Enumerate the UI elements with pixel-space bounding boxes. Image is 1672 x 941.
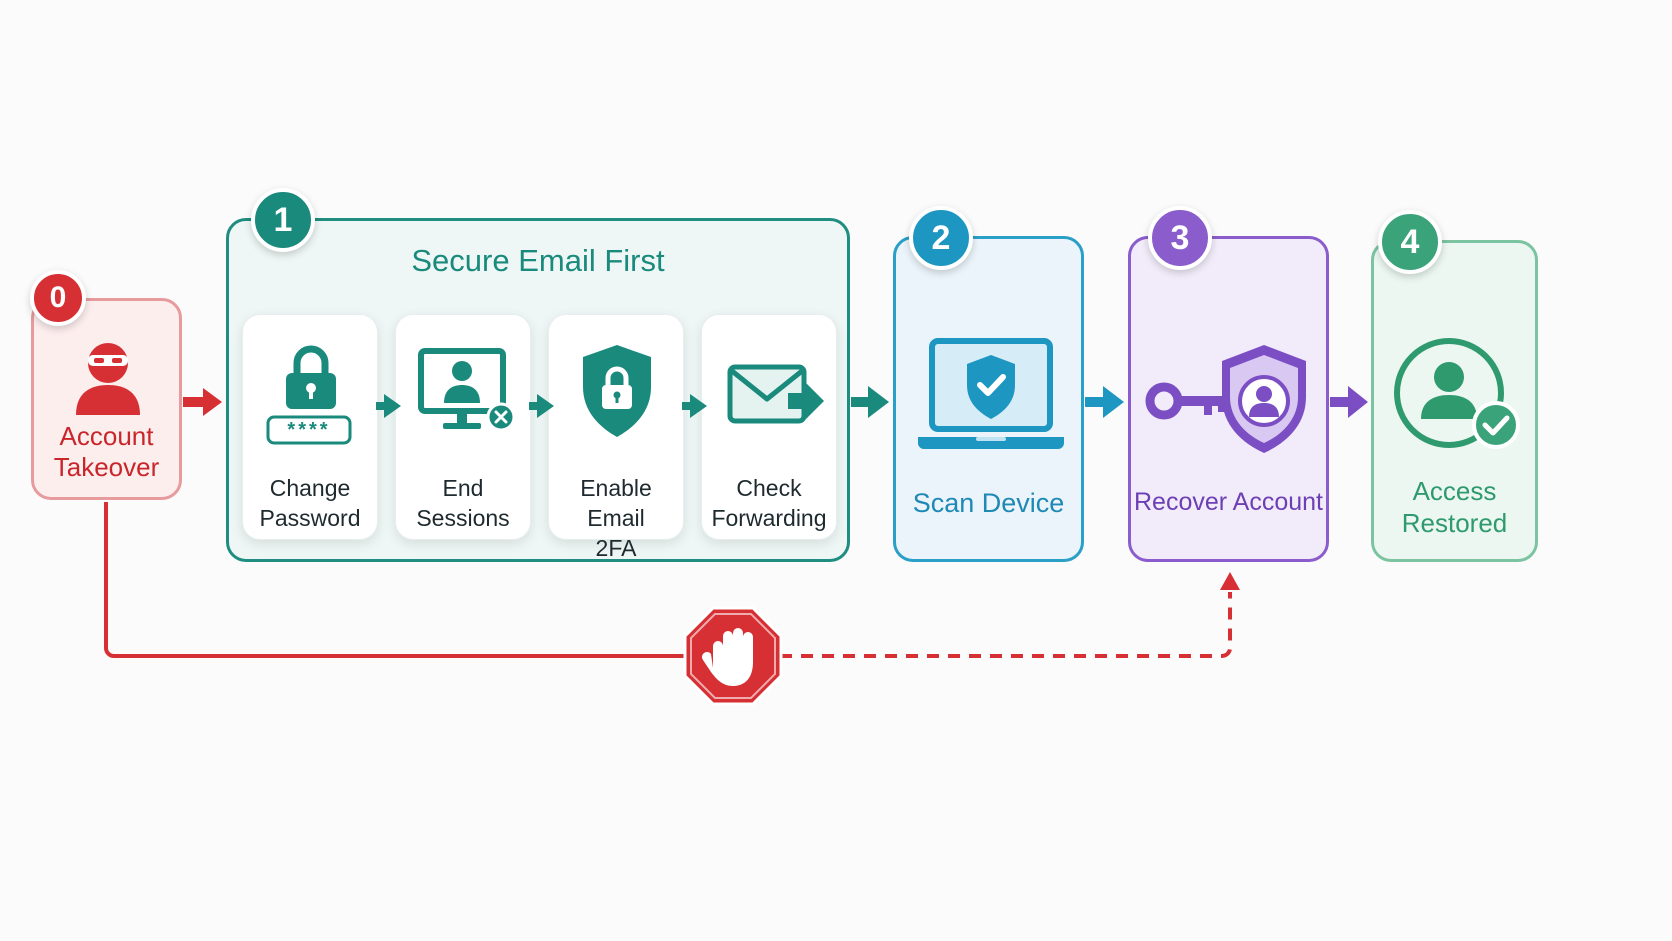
envelope-forward-icon (727, 364, 824, 424)
step-label: Enable Email 2FA (549, 473, 683, 563)
stage-recover-account: Recover Account (1128, 236, 1329, 562)
padlock-password-icon (266, 345, 352, 445)
laptop-shield-icon (918, 338, 1064, 449)
stop-hand-icon (683, 606, 783, 706)
takeover-label-line2: Takeover (53, 452, 160, 483)
scan-device-label: Scan Device (912, 488, 1065, 518)
secure-email-title: Secure Email First (411, 243, 665, 278)
monitor-user-x-icon (418, 348, 516, 432)
step-label-line1: Enable Email (580, 475, 652, 531)
stage-secure-email-first: Secure Email First **** Change Password … (226, 218, 850, 562)
step-change-password: **** Change Password (242, 314, 378, 540)
recover-account-label: Recover Account (1134, 488, 1323, 516)
step-label-line2: 2FA (595, 535, 637, 561)
arrow-scan-to-recover (1085, 386, 1124, 418)
takeover-label-line1: Account (59, 421, 154, 451)
stage-number-badge-3: 3 (1148, 206, 1212, 270)
stage-number-badge-0: 0 (30, 270, 86, 326)
stage-access-restored: Access Restored (1371, 240, 1538, 562)
stage-number-badge-1: 1 (251, 188, 315, 252)
restored-label-line1: Access (1412, 476, 1497, 506)
password-mask: **** (287, 419, 331, 441)
step-label: End Sessions (396, 473, 530, 533)
restored-label-line2: Restored (1401, 508, 1508, 538)
step-label-line1: End (442, 475, 484, 501)
arrow-takeover-to-email (183, 388, 222, 416)
step-label-line1: Change (269, 475, 351, 501)
step-label-line2: Password (259, 505, 361, 531)
step-enable-email-2fa: Enable Email 2FA (548, 314, 684, 561)
step-label: Check Forwarding (702, 473, 836, 533)
step-label-line1: Check (736, 475, 802, 501)
step-label-line2: Forwarding (711, 505, 827, 531)
stage-scan-device: Scan Device (893, 236, 1084, 562)
shield-lock-icon (583, 345, 651, 437)
key-shield-user-icon (1145, 345, 1306, 453)
arrow-email-to-scan (851, 386, 889, 418)
step-label-line2: Sessions (416, 505, 510, 531)
user-check-icon (1394, 338, 1520, 449)
stage-number-badge-2: 2 (909, 206, 973, 270)
step-check-forwarding: Check Forwarding (701, 314, 837, 540)
stage-account-takeover: Account Takeover (31, 298, 182, 500)
arrow-recover-to-restored (1330, 386, 1368, 418)
step-end-sessions: End Sessions (395, 314, 531, 540)
step-label: Change Password (243, 473, 377, 533)
stage-number-badge-4: 4 (1378, 210, 1442, 274)
hacker-icon (76, 343, 140, 415)
